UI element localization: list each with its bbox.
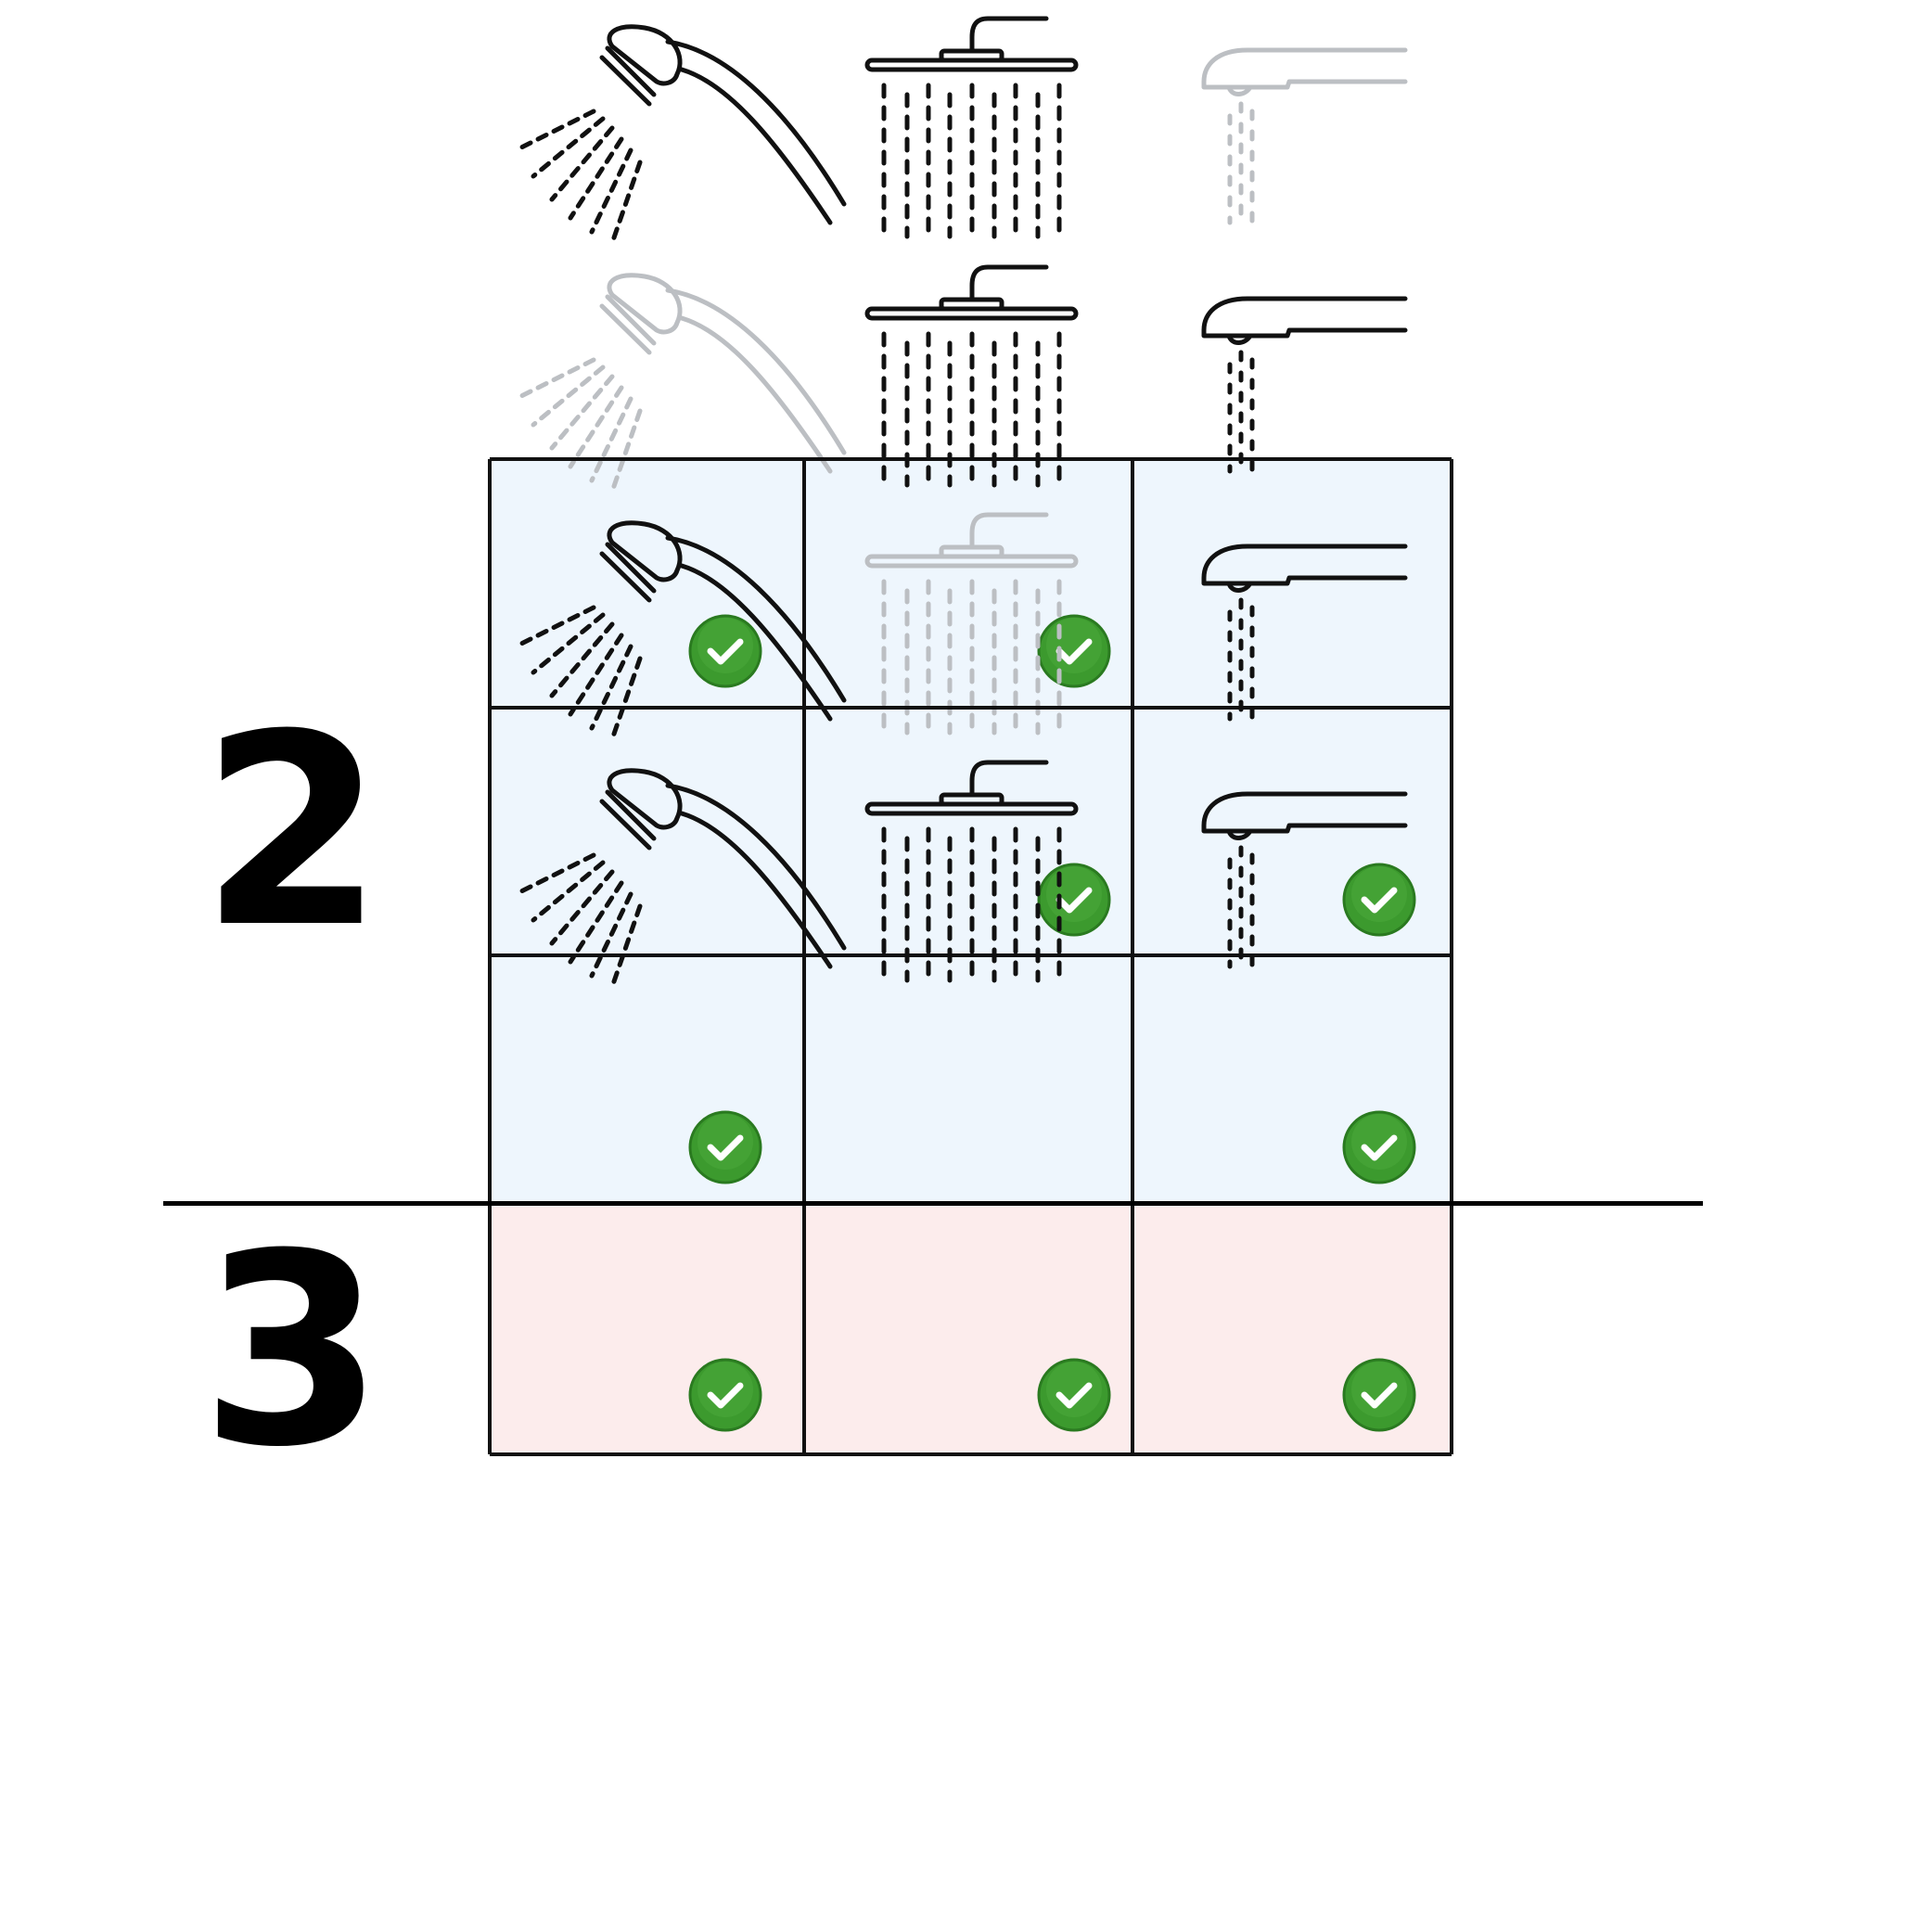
- check-badge-icon: [1037, 614, 1111, 688]
- group-divider-line: [163, 1201, 1703, 1206]
- check-badge-icon: [1342, 863, 1416, 937]
- check-badge-icon: [688, 1110, 762, 1184]
- handheld-shower-icon: [517, 768, 847, 990]
- grid-cell-bg: [490, 955, 804, 1203]
- grid-cell-bg: [1132, 459, 1452, 708]
- handheld-shower-icon: [517, 273, 847, 494]
- bath-spout-icon: [1201, 544, 1408, 722]
- check-badge-icon: [1342, 1358, 1416, 1432]
- rain-shower-icon: [864, 16, 1079, 239]
- check-badge-icon: [1342, 1110, 1416, 1184]
- rain-shower-icon: [864, 760, 1079, 983]
- bath-spout-icon: [1201, 296, 1408, 474]
- group-number-2: 2: [199, 678, 385, 986]
- grid-cell-bg: [804, 955, 1132, 1203]
- handheld-shower-icon: [517, 24, 847, 246]
- bath-spout-icon: [1201, 791, 1408, 969]
- check-badge-icon: [1037, 1358, 1111, 1432]
- group-number-3: 3: [199, 1197, 385, 1505]
- handheld-shower-icon: [517, 520, 847, 742]
- bath-spout-icon: [1201, 47, 1408, 225]
- grid-cell-bg: [490, 1203, 804, 1454]
- check-badge-icon: [1037, 863, 1111, 937]
- rain-shower-icon: [864, 264, 1079, 488]
- check-badge-icon: [688, 1358, 762, 1432]
- check-badge-icon: [688, 614, 762, 688]
